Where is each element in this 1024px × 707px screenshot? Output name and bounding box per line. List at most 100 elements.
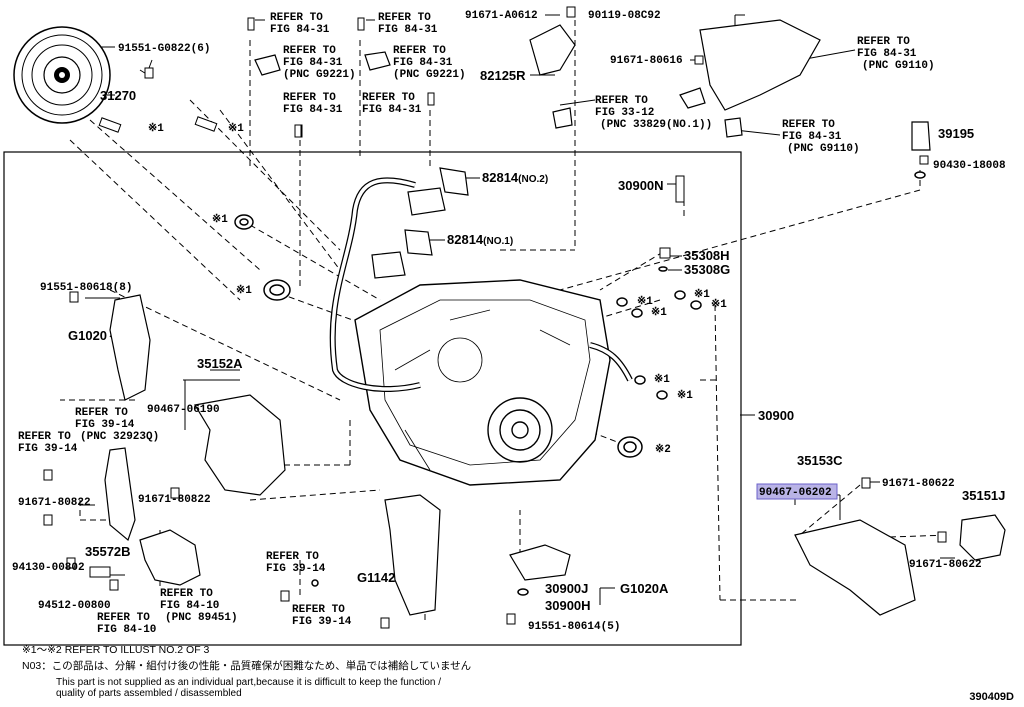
- bolt-icon: [294, 124, 302, 138]
- bolt-icon: [69, 291, 79, 303]
- g1020a-cover-icon: [509, 544, 571, 581]
- callout-mark: ※1: [651, 306, 667, 319]
- part-label: 94130-00802: [12, 562, 85, 574]
- callout-mark: ※1: [148, 122, 164, 135]
- footnote-jp: N03：この部品は、分解・組付け後の性能・品質確保が困難なため、単品では補給して…: [22, 660, 472, 672]
- part-label: 90119-08C92: [588, 10, 661, 22]
- part-label: 39195: [938, 126, 974, 141]
- oil-seal-icon: [674, 290, 686, 300]
- part-suffix: (NO.2): [518, 174, 548, 185]
- 35151j-bracket-icon: [959, 514, 1006, 561]
- part-label: 91671-A0612: [465, 10, 538, 22]
- g1142-plate-icon: [384, 494, 441, 616]
- oil-seal-icon: [631, 308, 643, 318]
- footnote-en-2: quality of parts assembled / disassemble…: [56, 688, 242, 699]
- svg-text:82814(NO.2): 82814(NO.2): [482, 170, 548, 185]
- refer-to-label: REFER TO: [393, 45, 446, 57]
- svg-text:82814(NO.1): 82814(NO.1): [447, 232, 513, 247]
- refer-to-label: REFER TO: [160, 588, 213, 600]
- refer-fig: FIG 84-31: [283, 104, 343, 116]
- washer-icon: [914, 171, 926, 179]
- bolt-icon: [861, 477, 871, 489]
- refer-fig: FIG 84-10: [160, 600, 219, 612]
- oil-seal-icon: [656, 390, 668, 400]
- refer-pnc: (PNC G9110): [862, 60, 935, 72]
- part-label: 30900: [758, 408, 794, 423]
- bolt-icon: [89, 566, 111, 578]
- main-frame: [3, 151, 742, 646]
- 35572b-switch-icon: [139, 529, 201, 586]
- refer-fig: FIG 84-31: [362, 104, 422, 116]
- illustration-id: 390409D: [969, 691, 1014, 703]
- bolt-icon: [144, 59, 154, 79]
- callout-mark: ※1: [711, 298, 727, 311]
- callout-mark: ※1: [637, 295, 653, 308]
- refer-fig: FIG 39-14: [266, 563, 326, 575]
- bolt-icon: [566, 6, 576, 18]
- 35153c-cover-icon: [794, 519, 916, 616]
- refer-to-label: REFER TO: [782, 119, 835, 131]
- oil-seal-icon: [617, 436, 643, 458]
- refer-pnc: (PNC G9221): [393, 69, 466, 81]
- part-label: 91551-G0822(6): [118, 43, 210, 55]
- refer-to-label: REFER TO: [270, 12, 323, 24]
- oil-seal-icon: [690, 300, 702, 310]
- washer-icon: [311, 579, 319, 587]
- refer-pnc: (PNC 32923Q): [80, 431, 159, 443]
- refer-fig: FIG 84-31: [283, 57, 343, 69]
- washer-icon: [658, 266, 668, 272]
- clamp-icon: [254, 54, 281, 76]
- part-label: 30900N: [618, 178, 664, 193]
- refer-to-label: REFER TO: [292, 604, 345, 616]
- refer-to-label: REFER TO: [75, 407, 128, 419]
- callout-mark: ※1: [677, 389, 693, 402]
- part-label: 35572B: [85, 544, 131, 559]
- connector-icon[interactable]: [371, 167, 469, 279]
- callout-mark: ※1: [212, 213, 228, 226]
- bolt-icon: [919, 155, 929, 165]
- part-label: 82125R: [480, 68, 526, 83]
- refer-to-label: REFER TO: [857, 36, 910, 48]
- clamp-icon: [364, 51, 391, 71]
- part-label: 82814: [482, 170, 519, 185]
- part-label: 91671-80622: [909, 559, 982, 571]
- part-label: 91671-80616: [610, 55, 683, 67]
- part-label: 35308G: [684, 262, 730, 277]
- part-label: 91671-80822: [138, 494, 211, 506]
- refer-to-label: REFER TO: [378, 12, 431, 24]
- bolt-icon: [506, 613, 516, 625]
- oil-seal-icon: [234, 214, 254, 230]
- oil-seal-icon: [634, 375, 646, 385]
- washer-icon: [517, 588, 529, 596]
- refer-to-label: REFER TO: [362, 92, 415, 104]
- torque-converter-icon[interactable]: [13, 26, 111, 124]
- callout-mark: ※1: [228, 122, 244, 135]
- part-label: 35152A: [197, 356, 243, 371]
- bolt-icon: [170, 487, 180, 499]
- footnote-en-1: This part is not supplied as an individu…: [56, 677, 442, 688]
- refer-to-label: REFER TO: [283, 92, 336, 104]
- bolt-icon: [98, 117, 122, 133]
- 35152a-cover-icon: [194, 394, 286, 496]
- refer-to-label: REFER TO: [595, 95, 648, 107]
- refer-to-label: REFER TO: [283, 45, 336, 57]
- bolt-icon: [109, 579, 119, 591]
- stay-bracket-icon: [699, 19, 821, 111]
- bolt-icon: [66, 557, 76, 569]
- transaxle-assembly-icon[interactable]: [354, 279, 611, 486]
- refer-to-label: REFER TO: [97, 612, 150, 624]
- refer-pnc: (PNC G9110): [787, 143, 860, 155]
- part-label: 31270: [100, 88, 136, 103]
- part-label: 91671-80622: [882, 478, 955, 490]
- refer-pnc: (PNC 33829(NO.1)): [600, 119, 712, 131]
- bolt-icon: [427, 92, 435, 106]
